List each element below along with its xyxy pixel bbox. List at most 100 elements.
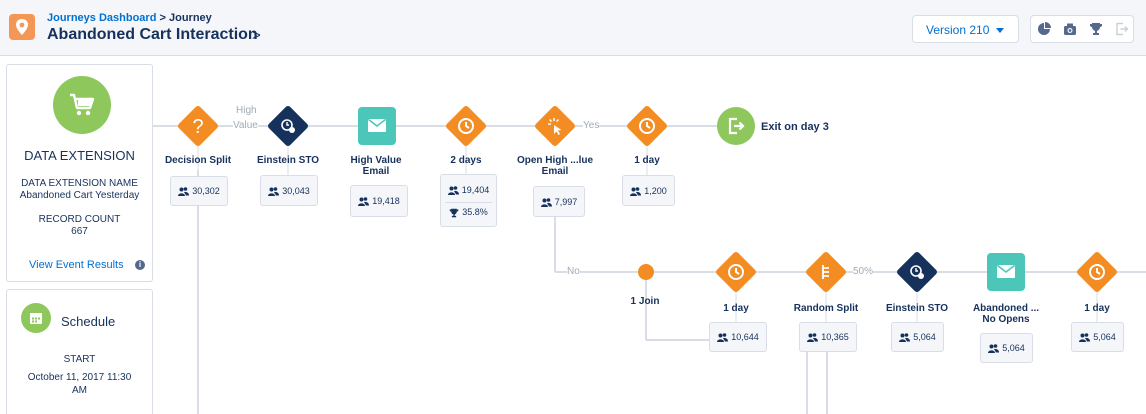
contact-count: 10,365: [800, 329, 856, 345]
high-value-email-label: High Value: [350, 155, 402, 166]
wait-2-days-goal: 35.8%: [462, 207, 488, 217]
record-count-value: 667: [71, 226, 88, 237]
question-mark-icon: ?: [192, 116, 203, 138]
contacts-icon: [447, 186, 459, 196]
high-value-email-stats[interactable]: 19,418: [350, 185, 408, 217]
abandoned-email-label: Abandoned ...: [972, 303, 1040, 314]
abandoned-email-stats[interactable]: 5,064: [980, 333, 1033, 363]
view-event-results-link[interactable]: View Event Results: [29, 259, 124, 271]
title-chevron-icon[interactable]: >: [252, 27, 261, 44]
decision-split-label: Decision Split: [164, 155, 232, 166]
goal-button[interactable]: [1083, 16, 1109, 42]
toolbar-button-group: [1030, 15, 1134, 43]
contacts-icon: [358, 197, 370, 207]
random-split-label: Random Split: [793, 303, 859, 314]
breadcrumb-separator: >: [159, 12, 166, 24]
einstein-sto-stats[interactable]: 30,043: [260, 175, 318, 206]
branch-label-50-percent: 50%: [853, 266, 874, 277]
de-name-value: Abandoned Cart Yesterday: [19, 190, 140, 201]
contact-count: 1,200: [623, 183, 674, 199]
breadcrumb: Journeys Dashboard > Journey: [47, 12, 212, 24]
contacts-icon: [717, 333, 729, 343]
wait-1-day-stats-b[interactable]: 10,644: [709, 322, 767, 352]
einstein-sto-label-b: Einstein STO: [885, 303, 949, 314]
contact-count: 5,064: [1072, 329, 1123, 345]
version-select[interactable]: Version 210: [912, 15, 1019, 43]
high-value-email-label-2: Email: [362, 166, 390, 177]
contact-count: 30,043: [261, 183, 317, 199]
contacts-icon: [899, 333, 911, 343]
wait-2-days-stats[interactable]: 19,404 35.8%: [440, 174, 497, 227]
engagement-split-label: Open High ...lue: [516, 155, 594, 166]
contacts-icon: [1079, 333, 1091, 343]
random-split-stats[interactable]: 10,365: [799, 322, 857, 352]
entry-source-card[interactable]: DATA EXTENSION DATA EXTENSION NAME Aband…: [6, 64, 153, 282]
contacts-icon: [540, 198, 552, 208]
abandoned-email-count: 5,064: [1002, 343, 1025, 353]
einstein-sto-count-b: 5,064: [913, 332, 936, 342]
branch-label-value: Value: [233, 120, 258, 131]
wait-1-day-label-b: 1 day: [723, 303, 749, 314]
contact-count: 7,997: [534, 194, 584, 210]
einstein-sto-stats-b[interactable]: 5,064: [891, 322, 944, 352]
contacts-icon: [178, 187, 190, 197]
exit-criteria-button[interactable]: [1109, 16, 1135, 42]
wait-1-day-count-c: 5,064: [1093, 332, 1116, 342]
contact-count: 5,064: [981, 340, 1032, 356]
abandoned-email-label-2: No Opens: [982, 314, 1030, 325]
branch-label-high: High: [236, 105, 257, 116]
schedule-card[interactable]: Schedule START October 11, 2017 11:30 AM: [6, 289, 153, 414]
pie-chart-icon: [1038, 22, 1051, 35]
decision-split-stats[interactable]: 30,302: [170, 176, 228, 206]
engagement-split-label-2: Email: [541, 166, 569, 177]
camera-icon: [1064, 23, 1076, 35]
exit-door-icon: [728, 117, 745, 135]
clock-icon: [458, 118, 474, 134]
shopping-cart-icon: [53, 76, 111, 134]
wait-1-day-label-c: 1 day: [1084, 303, 1110, 314]
wait-1-day-stats-c[interactable]: 5,064: [1071, 322, 1124, 352]
random-split-count: 10,365: [821, 332, 849, 342]
schedule-title: Schedule: [61, 314, 116, 329]
exit-activity[interactable]: [717, 107, 755, 145]
calendar-icon: [21, 303, 51, 333]
schedule-start-value: October 11, 2017 11:30: [27, 372, 132, 383]
join-point[interactable]: [638, 264, 654, 280]
einstein-sto-label: Einstein STO: [256, 155, 320, 166]
random-split-icon: [822, 265, 829, 279]
einstein-sto-count: 30,043: [282, 186, 310, 196]
clock-icon: [639, 118, 655, 134]
high-value-email-activity[interactable]: [358, 107, 396, 145]
wait-1-day-count-b: 10,644: [731, 332, 759, 342]
svg-text:?: ?: [192, 116, 203, 138]
high-value-email-count: 19,418: [372, 196, 400, 206]
abandoned-email-activity[interactable]: [987, 253, 1025, 291]
schedule-start-label: START: [63, 354, 96, 365]
envelope-icon: [368, 118, 386, 132]
cursor-click-icon: [548, 118, 562, 135]
trophy-icon: [1090, 23, 1102, 35]
snapshot-button[interactable]: [1057, 16, 1083, 42]
wait-1-day-count: 1,200: [644, 186, 667, 196]
clock-icon: [728, 264, 744, 280]
envelope-icon: [997, 264, 1015, 278]
info-icon[interactable]: i: [135, 260, 145, 270]
record-count-label: RECORD COUNT: [38, 214, 121, 225]
contact-count: 30,302: [171, 183, 227, 199]
wait-1-day-label: 1 day: [634, 155, 660, 166]
contacts-icon: [268, 187, 280, 197]
clock-icon: [1089, 264, 1105, 280]
contact-count: 5,064: [892, 329, 943, 345]
engagement-split-stats[interactable]: 7,997: [533, 186, 585, 217]
contacts-icon: [630, 187, 642, 197]
einstein-clock-icon: [281, 119, 295, 133]
contact-count: 19,404: [441, 182, 496, 198]
branch-label-yes: Yes: [583, 120, 600, 131]
analytics-button[interactable]: [1031, 16, 1057, 42]
goal-percentage: 35.8%: [441, 204, 496, 220]
contacts-icon: [988, 344, 1000, 354]
wait-1-day-stats[interactable]: 1,200: [622, 175, 675, 206]
breadcrumb-journeys-dashboard[interactable]: Journeys Dashboard: [47, 12, 157, 24]
page-header: Journeys Dashboard > Journey Abandoned C…: [0, 0, 1146, 56]
